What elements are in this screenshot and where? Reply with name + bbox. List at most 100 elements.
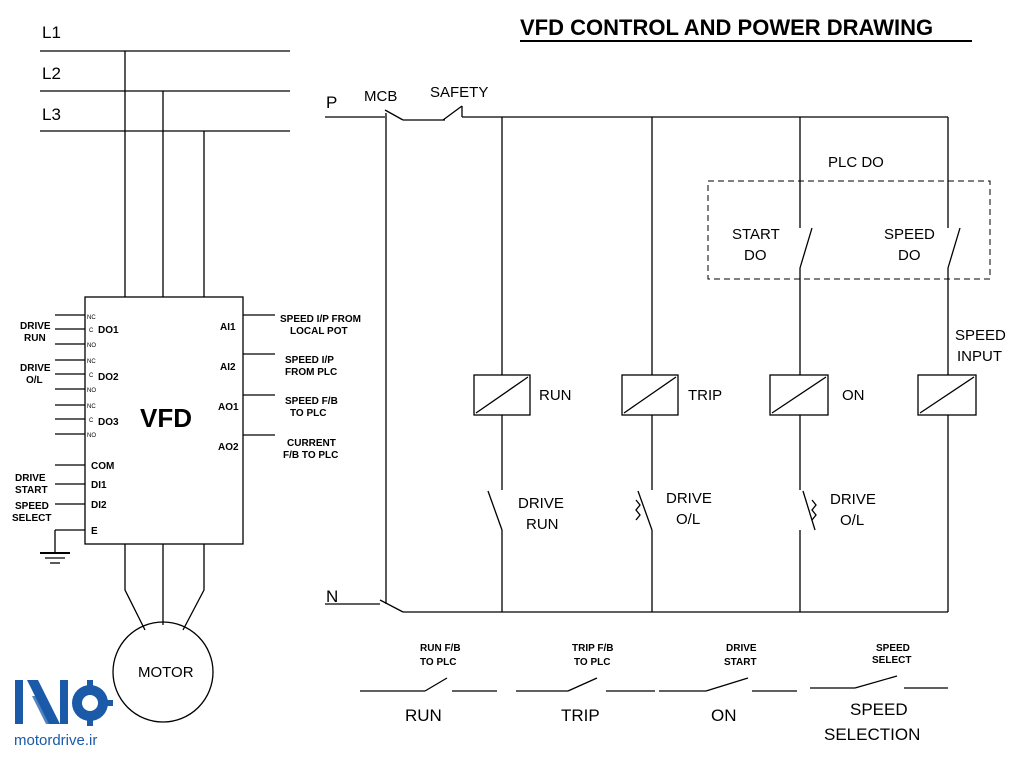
three-phase-supply: L1 L2 L3 [40, 23, 290, 297]
coil-on [769, 374, 829, 416]
brand-logo: motordrive.ir [14, 680, 113, 749]
rail-n-label: N [326, 587, 338, 606]
do1-c: C [89, 328, 94, 334]
terminal-di1: DI1 [91, 480, 107, 491]
contact-drive-ol-b [802, 490, 816, 531]
terminal-do1: DO1 [98, 325, 119, 336]
trip-fb-label-2: TO PLC [574, 657, 610, 668]
left-drive-start-1: DRIVE [15, 473, 46, 484]
coil-trip-label: TRIP [688, 387, 722, 404]
bottom-speed-selection-2: SELECTION [824, 725, 920, 744]
mcb-n-contact [379, 599, 404, 613]
right-ai2-2: FROM PLC [285, 367, 337, 378]
do3-no: NO [87, 433, 96, 439]
vfd-box [84, 296, 244, 545]
speed-do-contact [947, 227, 961, 269]
do2-c: C [89, 373, 94, 379]
diagram-title: VFD CONTROL AND POWER DRAWING [520, 15, 933, 40]
contact-drive-ol-b-2: O/L [840, 512, 864, 529]
left-drive-run-2: RUN [24, 333, 46, 344]
coil-speed-input-1: SPEED [955, 327, 1006, 344]
coil-on-label: ON [842, 387, 865, 404]
terminal-do3: DO3 [98, 417, 119, 428]
bottom-contacts: RUN F/B TO PLC RUN TRIP F/B TO PLC TRIP … [360, 643, 948, 744]
start-do-2: DO [744, 247, 767, 264]
bottom-trip-label: TRIP [561, 706, 600, 725]
right-ai1-2: LOCAL POT [290, 326, 348, 337]
mcb-contact [384, 109, 404, 121]
ground-icon [40, 530, 70, 564]
do3-c: C [89, 418, 94, 424]
left-speed-select-1: SPEED [15, 501, 49, 512]
terminal-ai2: AI2 [220, 362, 236, 373]
right-ao2-1: CURRENT [287, 438, 336, 449]
bottom-speed-selection-1: SPEED [850, 700, 908, 719]
terminal-ao2: AO2 [218, 442, 239, 453]
terminal-ao1: AO1 [218, 402, 239, 413]
plc-do-label: PLC DO [828, 154, 884, 171]
speed-select-label-2: SELECT [872, 655, 911, 666]
right-ao1-2: TO PLC [290, 408, 326, 419]
trip-fb-label-1: TRIP F/B [572, 643, 613, 654]
left-drive-ol-2: O/L [26, 375, 43, 386]
vfd-right-labels: SPEED I/P FROM LOCAL POT SPEED I/P FROM … [280, 314, 361, 461]
coil-speed-input-2: INPUT [957, 348, 1002, 365]
terminal-com: COM [91, 461, 114, 472]
coil-speed-input [917, 374, 977, 416]
motor-circle [112, 621, 214, 723]
start-do-contact [799, 227, 813, 269]
drive-start-contact: DRIVE START ON [659, 643, 797, 725]
line-l2-label: L2 [42, 64, 61, 83]
left-speed-select-2: SELECT [12, 513, 51, 524]
mcb-label: MCB [364, 88, 397, 105]
contact-drive-run-2: RUN [526, 516, 559, 533]
do2-nc: NC [87, 359, 96, 365]
bottom-on-label: ON [711, 706, 737, 725]
right-ai1-1: SPEED I/P FROM [280, 314, 361, 325]
vfd-left-labels: DRIVE RUN DRIVE O/L DRIVE START SPEED SE… [12, 321, 51, 524]
speed-select-contact: SPEED SELECT SPEED SELECTION [810, 643, 948, 744]
motor: MOTOR [112, 544, 214, 723]
contact-drive-ol-1: DRIVE [666, 490, 712, 507]
bottom-run-label: RUN [405, 706, 442, 725]
contact-drive-run-1: DRIVE [518, 495, 564, 512]
motordrive-logo-icon [15, 680, 113, 726]
drive-start-label-2: START [724, 657, 757, 668]
start-do-1: START [732, 226, 780, 243]
right-ai2-1: SPEED I/P [285, 355, 334, 366]
do1-no: NO [87, 343, 96, 349]
terminal-ai1: AI1 [220, 322, 236, 333]
contact-drive-ol [637, 490, 653, 531]
terminal-e: E [91, 526, 98, 537]
safety-label: SAFETY [430, 84, 488, 101]
rail-p-label: P [326, 93, 337, 112]
do1-nc: NC [87, 315, 96, 321]
right-ao1-1: SPEED F/B [285, 396, 338, 407]
run-fb-label-2: TO PLC [420, 657, 456, 668]
coil-run-label: RUN [539, 387, 572, 404]
line-l3-label: L3 [42, 105, 61, 124]
run-fb-contact: RUN F/B TO PLC RUN [360, 643, 497, 725]
motor-label: MOTOR [138, 664, 194, 681]
speed-select-label-1: SPEED [876, 643, 910, 654]
terminal-di2: DI2 [91, 500, 107, 511]
speed-do-2: DO [898, 247, 921, 264]
contact-drive-ol-b-1: DRIVE [830, 491, 876, 508]
coil-trip [621, 374, 679, 416]
terminal-do2: DO2 [98, 372, 119, 383]
left-drive-run-1: DRIVE [20, 321, 51, 332]
drive-start-label-1: DRIVE [726, 643, 757, 654]
vfd-unit: VFD DO1 DO2 DO3 COM DI1 DI2 E AI1 AI2 AO… [40, 296, 275, 564]
line-l1-label: L1 [42, 23, 61, 42]
do3-nc: NC [87, 404, 96, 410]
safety-contact [442, 105, 463, 121]
left-drive-ol-1: DRIVE [20, 363, 51, 374]
left-drive-start-2: START [15, 485, 48, 496]
run-fb-label-1: RUN F/B [420, 643, 461, 654]
plc-do-box [707, 180, 991, 280]
speed-do-1: SPEED [884, 226, 935, 243]
right-ao2-2: F/B TO PLC [283, 450, 338, 461]
trip-fb-contact: TRIP F/B TO PLC TRIP [516, 643, 655, 725]
control-circuit: P N MCB SAFETY RUN DRIVE RUN TRIP [325, 84, 1006, 613]
